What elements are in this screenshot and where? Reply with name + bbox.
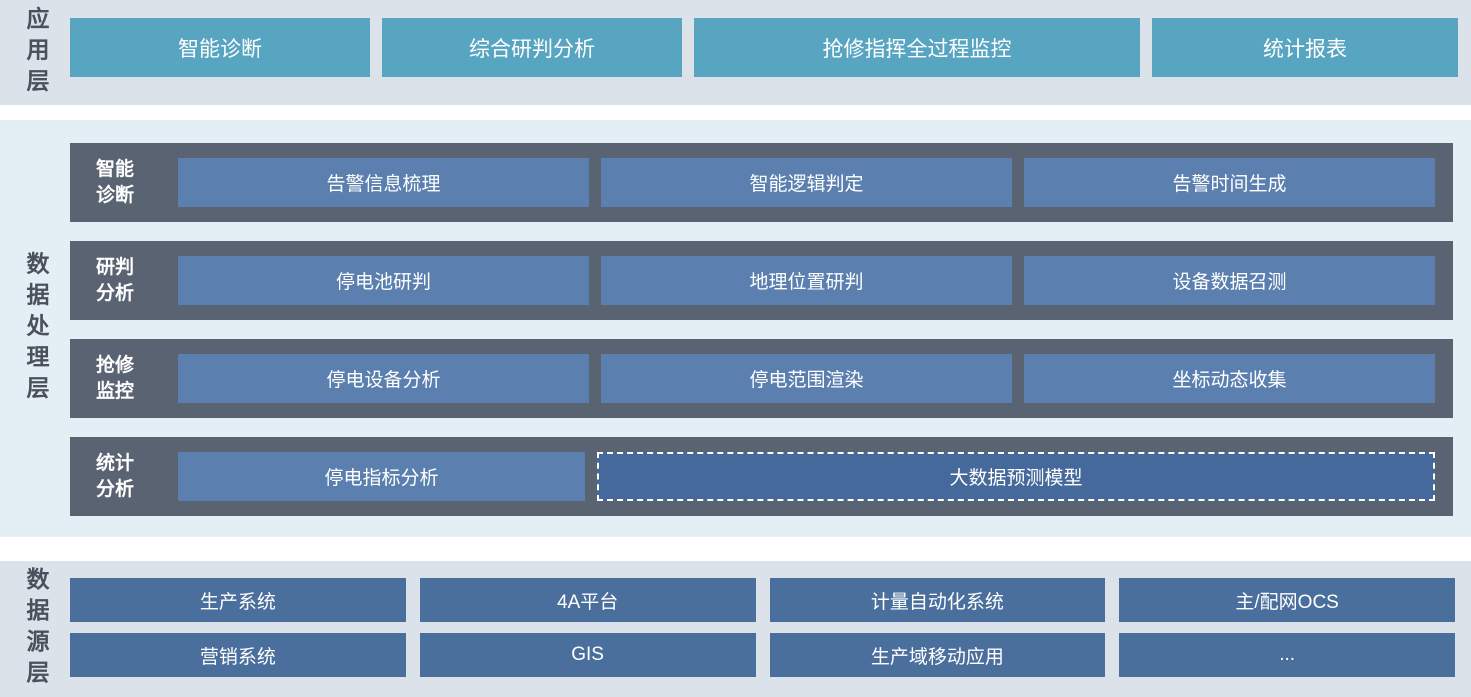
source-rows: 生产系统 4A平台 计量自动化系统 主/配网OCS 营销系统 GIS 生产域移动…	[70, 578, 1455, 677]
data-source-layer-band: 数据源层 生产系统 4A平台 计量自动化系统 主/配网OCS 营销系统 GIS …	[0, 561, 1471, 697]
processing-rows: 智能诊断 告警信息梳理 智能逻辑判定 告警时间生成 研判分析 停电池研判 地理位…	[70, 143, 1453, 535]
row-repair-monitoring: 抢修监控 停电设备分析 停电范围渲染 坐标动态收集	[70, 339, 1453, 418]
box-outage-indicator-analysis: 停电指标分析	[178, 452, 585, 501]
data-source-layer-label: 数据源层	[23, 567, 49, 691]
box-alarm-time-generation: 告警时间生成	[1024, 158, 1435, 207]
row-label-repair-monitoring: 抢修监控	[96, 355, 135, 402]
application-layer-band: 应用层 智能诊断 综合研判分析 抢修指挥全过程监控 统计报表	[0, 0, 1471, 105]
app-box-statistical-reports: 统计报表	[1152, 18, 1458, 77]
box-geo-location-analysis: 地理位置研判	[601, 256, 1012, 305]
box-outage-device-analysis: 停电设备分析	[178, 354, 589, 403]
box-outage-range-rendering: 停电范围渲染	[601, 354, 1012, 403]
row-label-research-analysis: 研判分析	[96, 257, 135, 304]
box-production-system: 生产系统	[70, 578, 406, 622]
box-production-mobile-app: 生产域移动应用	[769, 633, 1106, 677]
box-alarm-info-sorting: 告警信息梳理	[178, 158, 589, 207]
row-boxes: 停电指标分析 大数据预测模型	[178, 452, 1435, 501]
application-button-row: 智能诊断 综合研判分析 抢修指挥全过程监控 统计报表	[70, 18, 1458, 77]
source-row-2: 营销系统 GIS 生产域移动应用 ...	[70, 633, 1455, 677]
box-gis: GIS	[419, 633, 756, 677]
row-label-intelligent-diagnosis: 智能诊断	[96, 159, 135, 206]
row-boxes: 告警信息梳理 智能逻辑判定 告警时间生成	[178, 158, 1435, 207]
app-box-repair-command-monitoring: 抢修指挥全过程监控	[694, 18, 1140, 77]
box-metering-automation-system: 计量自动化系统	[769, 578, 1106, 622]
box-device-data-call-test: 设备数据召测	[1024, 256, 1435, 305]
row-label-statistical-analysis: 统计分析	[96, 453, 135, 500]
app-box-comprehensive-analysis: 综合研判分析	[382, 18, 682, 77]
row-statistical-analysis: 统计分析 停电指标分析 大数据预测模型	[70, 437, 1453, 516]
application-layer-label: 应用层	[23, 6, 49, 99]
box-coordinate-dynamic-collection: 坐标动态收集	[1024, 354, 1435, 403]
box-ellipsis: ...	[1119, 633, 1455, 677]
box-4a-platform: 4A平台	[419, 578, 756, 622]
source-row-1: 生产系统 4A平台 计量自动化系统 主/配网OCS	[70, 578, 1455, 622]
box-outage-battery-analysis: 停电池研判	[178, 256, 589, 305]
row-research-analysis: 研判分析 停电池研判 地理位置研判 设备数据召测	[70, 241, 1453, 320]
box-marketing-system: 营销系统	[70, 633, 406, 677]
row-intelligent-diagnosis: 智能诊断 告警信息梳理 智能逻辑判定 告警时间生成	[70, 143, 1453, 222]
data-processing-layer-label: 数据处理层	[23, 251, 49, 406]
row-boxes: 停电设备分析 停电范围渲染 坐标动态收集	[178, 354, 1435, 403]
box-big-data-prediction-model: 大数据预测模型	[596, 452, 1435, 501]
box-main-distribution-ocs: 主/配网OCS	[1119, 578, 1455, 622]
data-processing-layer-band: 数据处理层 智能诊断 告警信息梳理 智能逻辑判定 告警时间生成 研判分析 停电池…	[0, 120, 1471, 537]
row-boxes: 停电池研判 地理位置研判 设备数据召测	[178, 256, 1435, 305]
app-box-intelligent-diagnosis: 智能诊断	[70, 18, 370, 77]
box-intelligent-logic-judgment: 智能逻辑判定	[601, 158, 1012, 207]
